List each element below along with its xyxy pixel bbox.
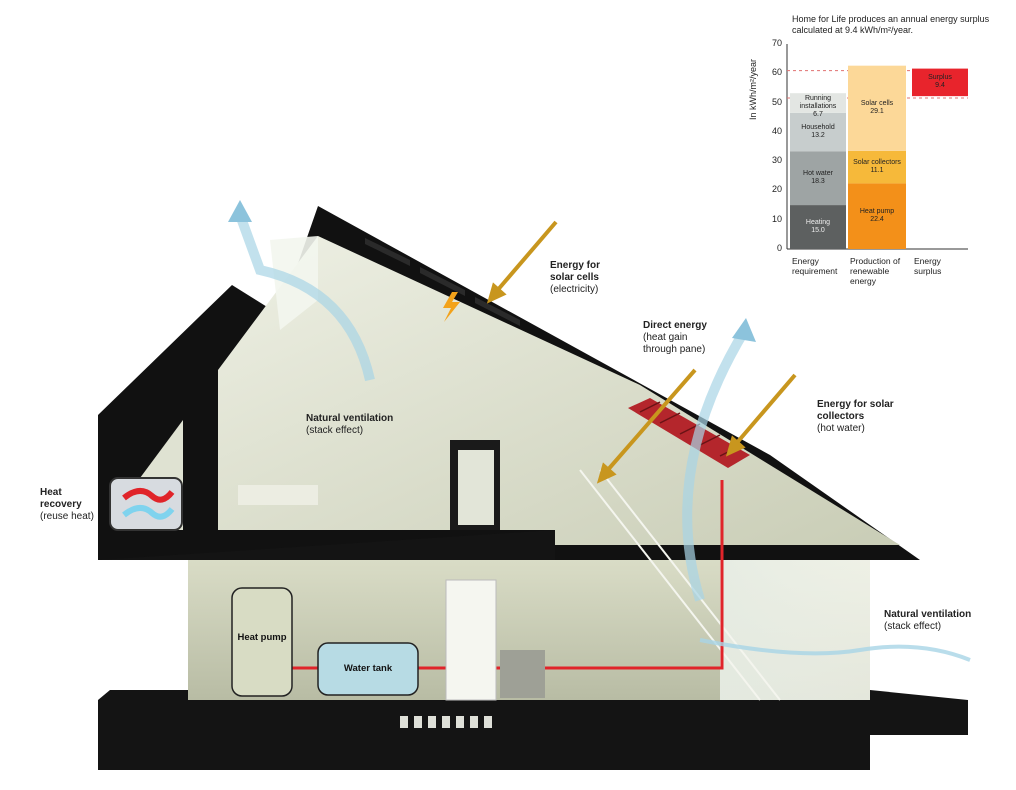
y-tick-label: 60 <box>771 67 782 78</box>
natural-ventilation-right-title: Natural ventilation <box>884 609 972 620</box>
label-natural-ventilation-upper: Natural ventilation (stack effect) <box>306 413 406 437</box>
heat-pump-label: Heat pump <box>237 632 287 643</box>
segment-value: 13.2 <box>811 132 825 140</box>
solar-cells-sub: (electricity) <box>550 284 599 295</box>
airflow-ground <box>699 638 971 662</box>
segment-value: 15.0 <box>811 227 825 235</box>
chart-ylabel: In kWh/m²/year <box>748 58 758 120</box>
y-tick-label: 10 <box>771 213 782 224</box>
heat-pump-box <box>231 587 293 697</box>
y-tick-label: 70 <box>771 38 782 48</box>
segment-value: 22.4 <box>870 216 884 224</box>
segment-value: 29.1 <box>870 108 884 116</box>
airflow-upper <box>235 213 375 382</box>
bar-segment <box>790 205 846 249</box>
segment-name: Running installations <box>799 95 837 110</box>
bar-segment <box>790 151 846 206</box>
bar-segment <box>912 68 968 97</box>
y-tick-label: 20 <box>771 184 782 195</box>
label-solar-collectors: Energy for solar collectors (hot water) <box>817 399 907 435</box>
bar-segment <box>790 93 846 113</box>
lightning-icon <box>443 292 460 322</box>
segment-name: Solar collectors <box>853 159 901 167</box>
heat-recovery-unit <box>109 477 183 531</box>
solar-panels <box>365 238 520 326</box>
label-solar-cells: Energy for solar cells (electricity) <box>550 260 620 296</box>
bar-segment <box>790 112 846 152</box>
solar-collector <box>628 398 750 468</box>
bar-segment <box>848 150 906 184</box>
bar-segment <box>848 183 906 249</box>
natural-ventilation-right-sub: (stack effect) <box>884 621 942 632</box>
segment-name: Heat pump <box>859 208 895 216</box>
y-tick-label: 50 <box>771 96 782 107</box>
segment-name: Household <box>801 124 835 132</box>
segment-name: Hot water <box>803 170 833 178</box>
chart-bars <box>790 65 968 249</box>
y-tick-label: 30 <box>771 155 782 166</box>
y-tick-label: 40 <box>771 125 782 136</box>
label-direct-energy: Direct energy (heat gain through pane) <box>643 320 723 356</box>
stairs <box>579 469 781 701</box>
label-heat-recovery: Heat recovery (reuse heat) <box>40 487 100 523</box>
airflow-right <box>682 327 750 602</box>
segment-value: 6.7 <box>813 111 823 118</box>
label-natural-ventilation-right: Natural ventilation (stack effect) <box>884 609 984 633</box>
direct-energy-sub: (heat gain through pane) <box>643 332 706 355</box>
x-category-label: Energy requirement <box>792 256 838 276</box>
solar-cells-title: Energy for solar cells <box>550 260 601 283</box>
water-tank-label: Water tank <box>343 663 393 674</box>
segment-value: 9.4 <box>935 82 945 90</box>
hot-water-pipe <box>292 480 724 670</box>
segment-name: Heating <box>805 219 831 227</box>
x-category-label: Energy surplus <box>914 256 942 276</box>
upper-interior <box>218 236 900 545</box>
bar-segment <box>848 65 906 151</box>
segment-value: 11.1 <box>870 167 884 175</box>
solar-collectors-title: Energy for solar collectors <box>817 399 894 422</box>
heat-recovery-title: Heat recovery <box>40 487 82 510</box>
ground-slab <box>98 690 968 770</box>
x-category-label: Production of renewable energy <box>850 256 901 286</box>
chart-note: Home for Life produces an annual energy … <box>792 14 990 35</box>
segment-name: Surplus <box>928 74 952 82</box>
natural-ventilation-upper-sub: (stack effect) <box>306 425 364 436</box>
natural-ventilation-upper-title: Natural ventilation <box>306 413 394 424</box>
segment-value: 18.3 <box>811 178 825 186</box>
heat-recovery-sub: (reuse heat) <box>40 511 94 522</box>
water-tank-box <box>317 642 419 696</box>
solar-collectors-sub: (hot water) <box>817 423 865 434</box>
segment-name: Solar cells <box>860 100 894 108</box>
y-tick-label: 0 <box>776 243 782 253</box>
direct-energy-title: Direct energy <box>643 320 707 331</box>
